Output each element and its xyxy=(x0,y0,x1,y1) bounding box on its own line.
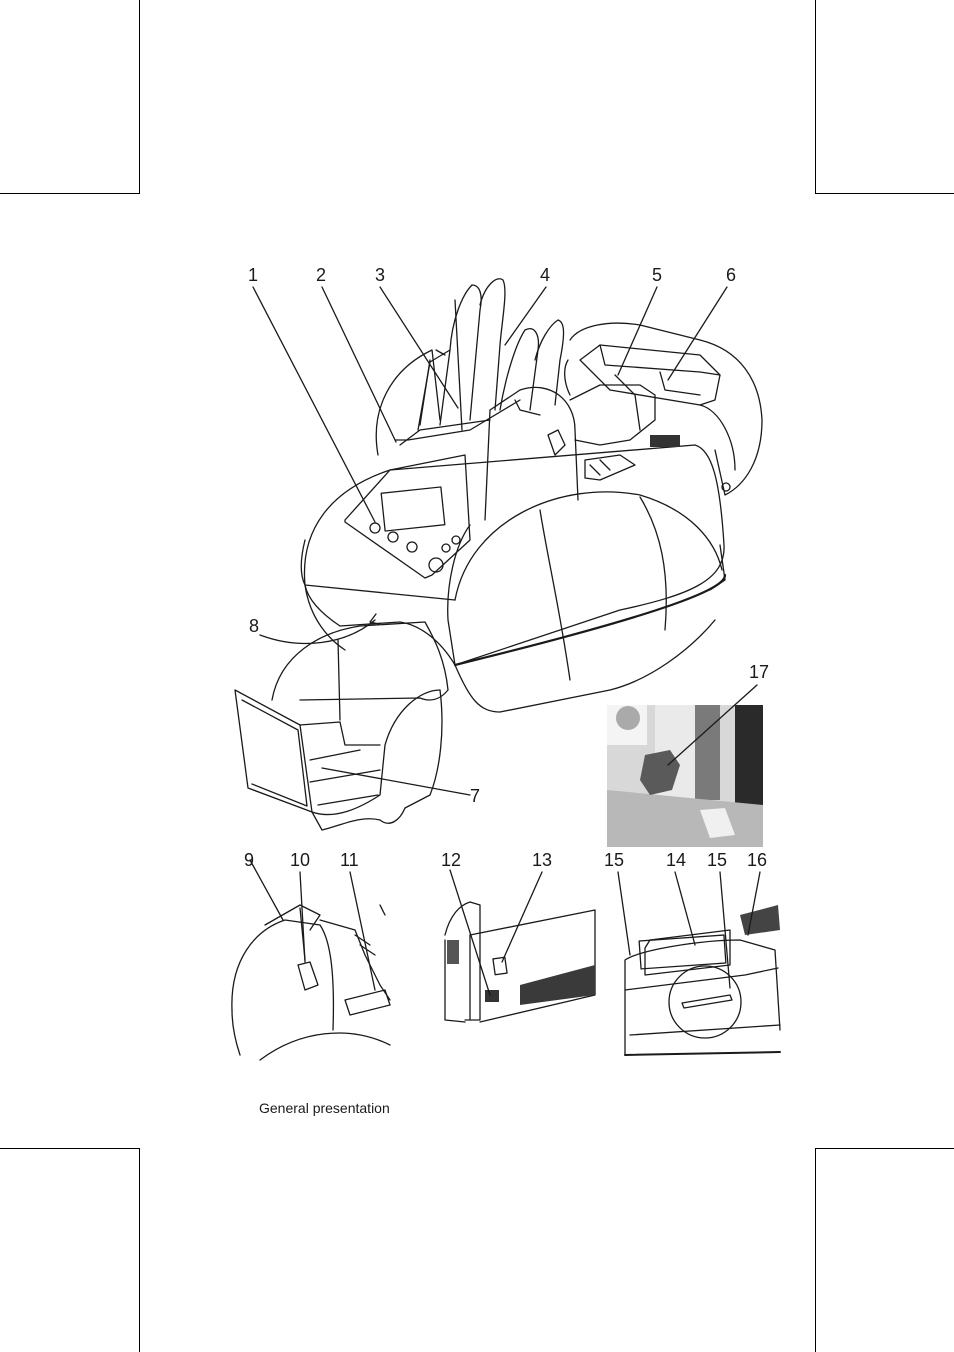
callout-1: 1 xyxy=(248,265,259,285)
crop-mark-bottom-left xyxy=(0,1148,140,1352)
receiving-tray xyxy=(234,621,449,831)
figure-caption: General presentation xyxy=(259,1100,390,1116)
callout-2: 2 xyxy=(316,265,327,285)
callout-13: 13 xyxy=(532,850,553,870)
callout-11: 11 xyxy=(340,850,359,870)
callout-16: 16 xyxy=(747,850,768,870)
callout-17: 17 xyxy=(749,662,770,682)
callout-5: 5 xyxy=(652,265,663,285)
callout-4: 4 xyxy=(540,265,551,285)
inset-drawing-14-16 xyxy=(617,871,781,1056)
callout-6: 6 xyxy=(726,265,737,285)
crop-mark-top-right xyxy=(815,0,954,194)
envelope-unit xyxy=(564,322,763,496)
control-panel xyxy=(344,454,471,579)
machine-main-body xyxy=(300,444,727,713)
callout-3: 3 xyxy=(375,265,386,285)
inset-drawing-12-13 xyxy=(444,869,596,1023)
callout-7: 7 xyxy=(470,786,481,806)
inset-drawing-9-11 xyxy=(231,859,396,1061)
callout-12: 12 xyxy=(441,850,462,870)
callout-10: 10 xyxy=(290,850,311,870)
callout-15-right: 15 xyxy=(707,850,728,870)
right-feeder xyxy=(484,319,680,521)
crop-mark-bottom-right xyxy=(815,1148,954,1352)
left-feeder xyxy=(375,278,521,456)
callout-15-left: 15 xyxy=(604,850,625,870)
callout-leaders-main xyxy=(252,286,728,796)
inset-photo-17 xyxy=(607,684,763,847)
callout-8: 8 xyxy=(249,616,260,636)
crop-mark-top-left xyxy=(0,0,140,194)
callout-14: 14 xyxy=(666,850,687,870)
callout-9: 9 xyxy=(244,850,255,870)
